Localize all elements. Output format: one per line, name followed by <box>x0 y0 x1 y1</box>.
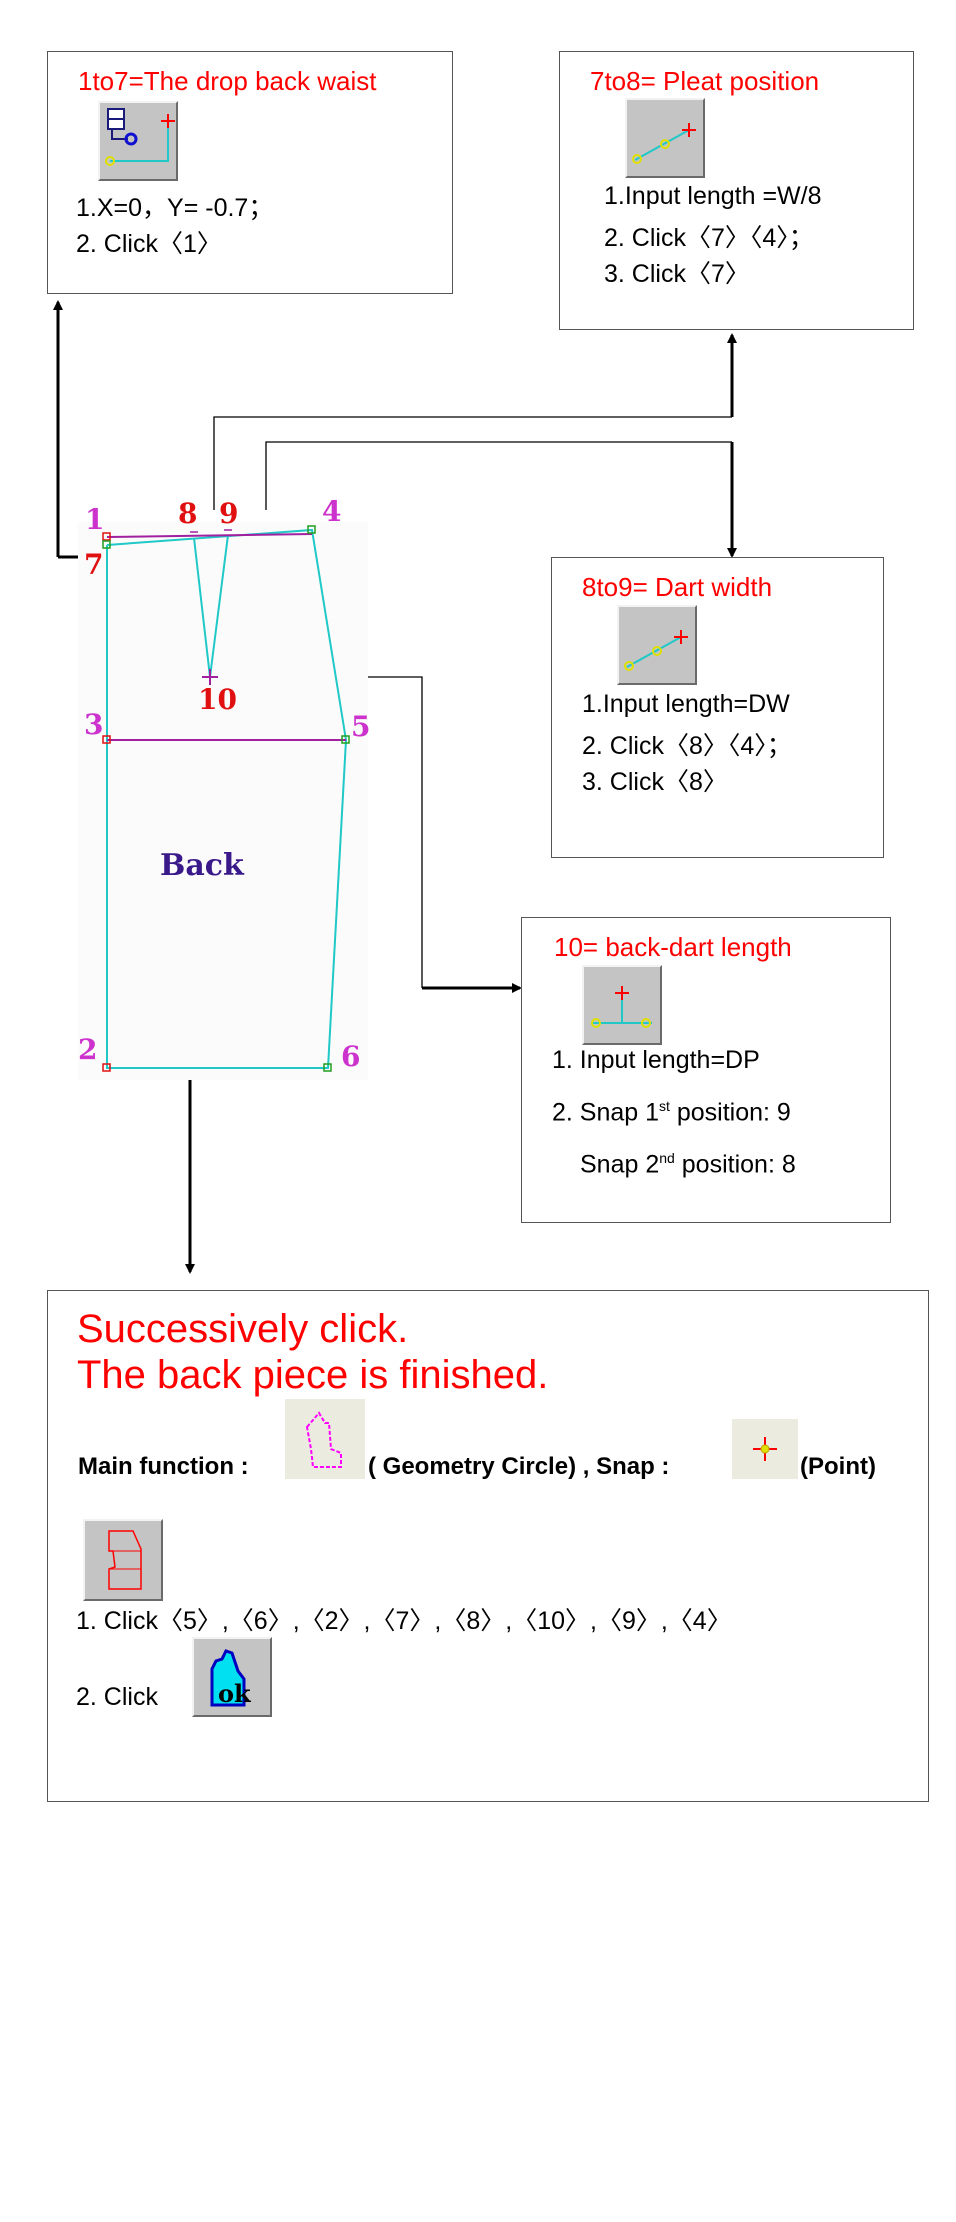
step-3: Snap 2nd position: 8 <box>580 1150 796 1179</box>
step-2: 2. Snap 1st position: 9 <box>552 1098 791 1127</box>
point-label-3: 3 <box>84 708 104 741</box>
step-1: 1. Click〈5〉,〈6〉,〈2〉,〈7〉,〈8〉,〈10〉,〈9〉,〈4〉 <box>76 1607 732 1635</box>
step-2: 2. Click〈1〉 <box>76 230 222 258</box>
toolbar-button[interactable] <box>582 965 662 1045</box>
box-title: 7to8= Pleat position <box>590 66 820 96</box>
point-label-9: 9 <box>219 497 239 530</box>
snap-point-icon[interactable] <box>732 1419 798 1479</box>
piece-tool-button[interactable] <box>83 1519 163 1601</box>
arrow-to-box3 <box>265 441 737 558</box>
snap-point-icon-graphic <box>753 1437 777 1461</box>
dart-width-box: 8to9= Dart width 1.Input length=DW 2. Cl… <box>551 557 884 858</box>
step-2: 2. Click <box>76 1683 158 1711</box>
geometry-circle-icon[interactable] <box>285 1399 365 1479</box>
main-function-label: Main function : <box>78 1453 249 1480</box>
point-label-10: 10 <box>198 683 237 716</box>
point-label-4: 4 <box>322 495 342 528</box>
pleat-position-box: 7to8= Pleat position 1.Input length =W/8… <box>559 51 914 330</box>
geometry-circle-icon-graphic <box>305 1411 342 1468</box>
ok-piece-icon <box>210 1649 246 1707</box>
point-on-line-icon <box>591 986 652 1028</box>
ok-label: ok <box>218 1679 251 1708</box>
finish-line-1: Successively click. <box>77 1307 409 1351</box>
step-1: 1.Input length =W/8 <box>604 182 822 210</box>
toolbar-button[interactable] <box>617 605 697 685</box>
finish-instructions-box: Successively click. The back piece is fi… <box>47 1290 929 1802</box>
step-1: 1. Input length=DP <box>552 1046 760 1074</box>
point-label-2: 2 <box>78 1033 98 1066</box>
step-1: 1.X=0，Y= -0.7； <box>76 194 274 222</box>
box-title: 1to7=The drop back waist <box>78 66 377 96</box>
pattern-piece-label: Back <box>160 848 244 883</box>
point-label-6: 6 <box>341 1040 361 1073</box>
back-dart-length-box: 10= back-dart length 1. Input length=DP … <box>521 917 891 1223</box>
drop-back-waist-box: 1to7=The drop back waist 1.X=0，Y= -0.7； … <box>47 51 453 294</box>
point-label-1: 1 <box>85 503 105 536</box>
pattern-point-markers <box>102 525 350 1072</box>
pattern-construction-lines <box>106 533 346 741</box>
step-3: 3. Click〈7〉 <box>604 260 750 288</box>
snap-point-label: (Point) <box>800 1453 876 1480</box>
point-label-8: 8 <box>178 497 198 530</box>
box-title: 10= back-dart length <box>554 932 792 962</box>
step-1: 1.Input length=DW <box>582 690 790 718</box>
ok-button[interactable]: ok <box>192 1637 272 1717</box>
line-length-icon <box>624 630 688 671</box>
point-label-5: 5 <box>351 710 371 743</box>
line-length-icon <box>632 123 696 164</box>
geometry-circle-label: ( Geometry Circle) , Snap : <box>368 1453 670 1480</box>
finish-line-2: The back piece is finished. <box>77 1353 549 1397</box>
piece-outline-icon <box>108 1530 142 1590</box>
step-2: 2. Click〈7〉〈4〉； <box>604 224 814 252</box>
step-3: 3. Click〈8〉 <box>582 768 728 796</box>
offset-point-icon <box>105 108 175 166</box>
box-title: 8to9= Dart width <box>582 572 773 602</box>
point-label-7: 7 <box>84 548 104 581</box>
arrow-to-box2 <box>213 333 737 510</box>
toolbar-button[interactable] <box>625 98 705 178</box>
step-2: 2. Click〈8〉〈4〉； <box>582 732 792 760</box>
toolbar-button[interactable] <box>98 101 178 181</box>
